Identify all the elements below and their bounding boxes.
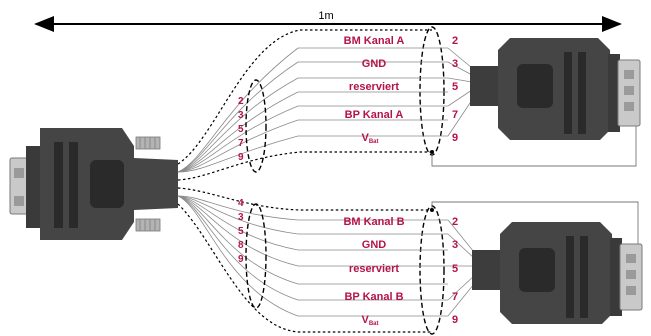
left-pin-label: 4 [238,198,244,209]
fanout-wires-b [177,195,299,317]
left-pin-label: 2 [238,96,244,107]
left-dsub-connector [9,128,178,240]
cable-b-outline [177,187,432,211]
left-pin-label: 3 [238,212,244,223]
shield-loop-right-b [419,205,445,335]
left-hood-label-plate [90,160,124,208]
pin-number: 3 [452,239,458,251]
left-pin-label: 9 [238,152,244,163]
signal-label: reserviert [349,81,399,93]
signal-label: BP Kanal B [344,291,403,303]
pin-number: 5 [452,263,458,275]
left-pin-label: 5 [238,124,244,135]
shield-loop-left-b [245,203,267,309]
signal-label: GND [362,239,387,251]
pin-number: 5 [452,81,458,93]
left-pin-label: 5 [238,226,244,237]
length-dimension: 1m [34,10,622,32]
shield-connections [430,114,640,260]
pin-number: 2 [452,35,458,47]
pin-number: 9 [452,314,458,326]
branch-b-signals: BM Kanal B GND reserviert BP Kanal B VBa… [343,216,458,327]
right-dsub-connector-b [472,222,643,324]
left-flange [26,146,42,228]
branch-a-signals: BM Kanal A GND reserviert BP Kanal A VBa… [344,35,458,145]
left-bottom-screw [135,218,161,232]
signal-label: BM Kanal A [344,35,405,47]
pin-number: 3 [452,58,458,70]
left-pins-group-a: 2 3 5 7 9 [238,96,244,163]
signal-lines-b [298,219,475,317]
signal-lines-a [298,47,473,137]
fanout-wires-a [177,47,299,173]
left-top-screw [135,136,161,150]
cable-a-outline [177,29,432,165]
left-pins-group-b: 4 3 5 8 9 [238,198,244,265]
signal-label: BM Kanal B [343,216,404,228]
signal-label-vbat: VBat [361,132,378,145]
pin-number: 7 [452,109,458,121]
length-label: 1m [318,10,333,22]
right-dsub-connector-a [470,38,641,140]
left-pin-label: 3 [238,110,244,121]
signal-label: BP Kanal A [345,109,404,121]
left-pin-label: 8 [238,240,244,251]
left-pin-label: 9 [238,254,244,265]
signal-label: GND [362,58,387,70]
signal-label: reserviert [349,263,399,275]
shield-loop-left-a [245,79,267,173]
pin-number: 2 [452,216,458,228]
pin-number: 9 [452,132,458,144]
signal-label-vbat: VBat [361,314,378,327]
left-pin-label: 7 [238,138,244,149]
pin-number: 7 [452,291,458,303]
